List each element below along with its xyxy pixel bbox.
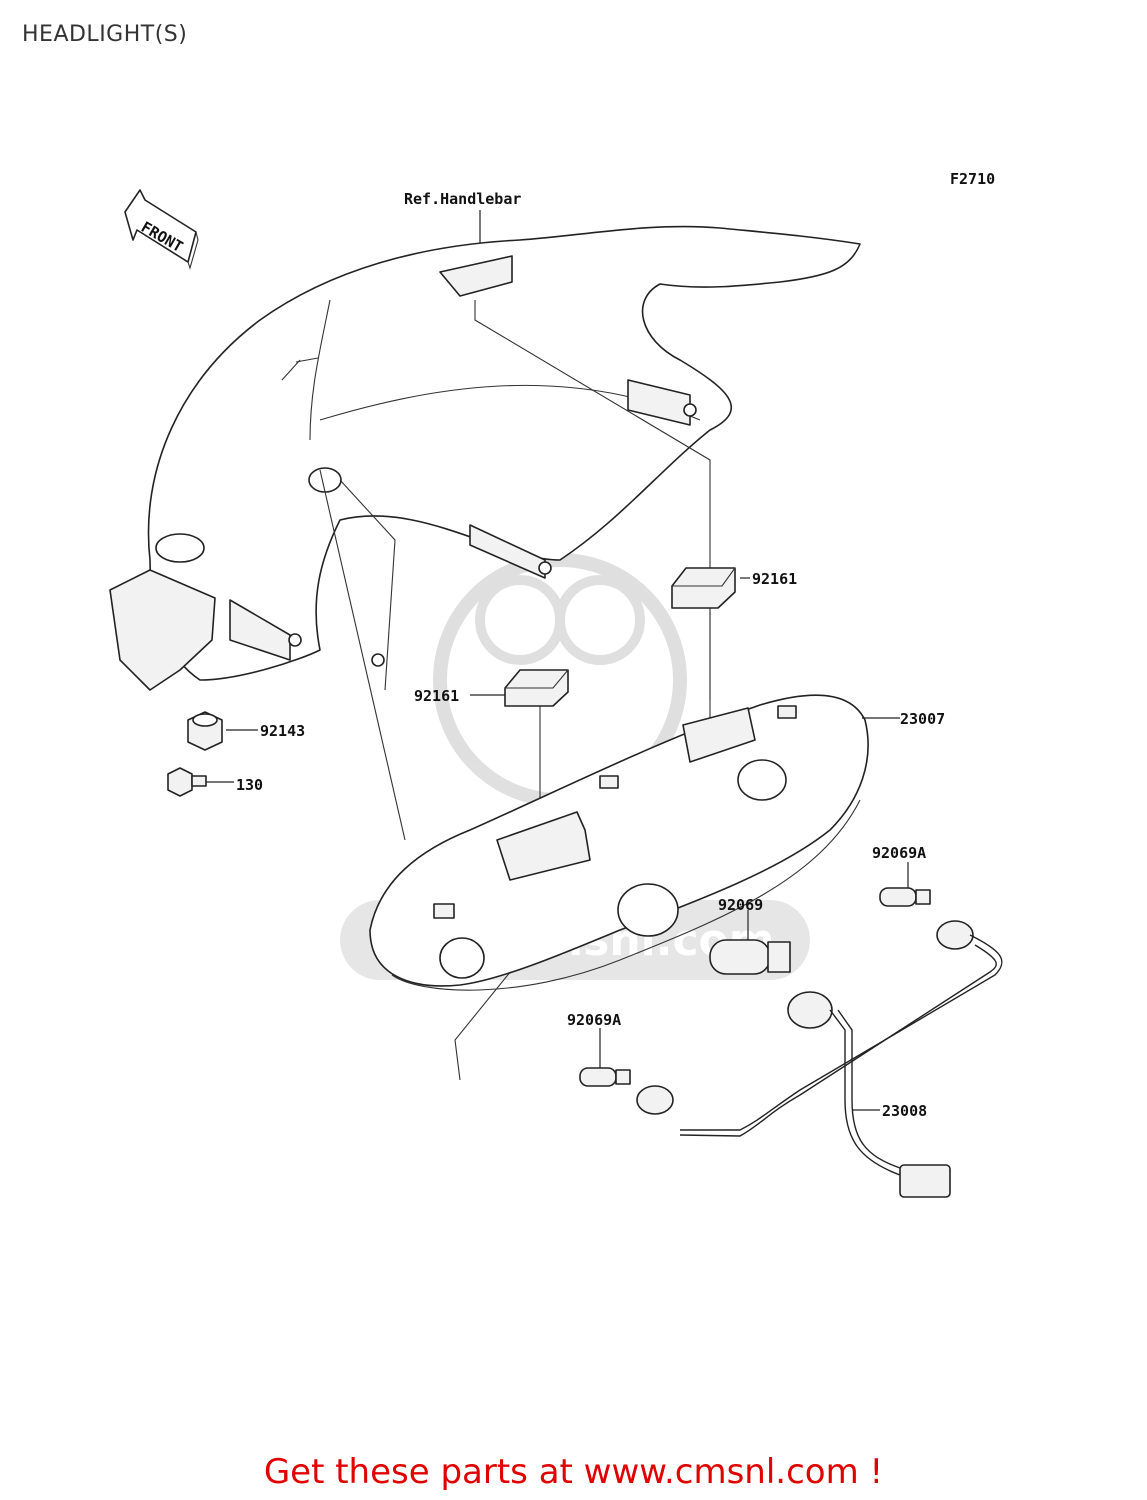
part-label-23008: 23008 — [882, 1102, 927, 1120]
shop-link[interactable]: Get these parts at www.cmsnl.com ! — [263, 1452, 884, 1492]
bulb-92069A-left — [579, 1067, 631, 1087]
upper-fairing — [109, 225, 861, 691]
part-label-92161-upper: 92161 — [752, 570, 797, 588]
ref-handlebar-label: Ref.Handlebar — [404, 190, 521, 208]
part-label-92161-lower: 92161 — [414, 687, 459, 705]
rubber-damper-lower — [504, 669, 569, 707]
page-title: HEADLIGHT(S) — [22, 22, 188, 47]
part-label-130: 130 — [236, 776, 263, 794]
part-label-92143: 92143 — [260, 722, 305, 740]
part-label-23007: 23007 — [900, 710, 945, 728]
part-label-92069A-left: 92069A — [567, 1011, 621, 1029]
front-direction-icon: FRONT — [124, 189, 199, 270]
bulb-92069 — [709, 939, 791, 975]
headlight-housing — [369, 694, 869, 991]
bulb-92069A-right — [879, 887, 931, 907]
part-label-92069: 92069 — [718, 896, 763, 914]
rubber-damper-upper — [671, 567, 736, 609]
collar-part — [187, 711, 223, 751]
wiring-harness — [636, 920, 1003, 1198]
part-label-92069A-right: 92069A — [872, 844, 926, 862]
figure-code: F2710 — [950, 170, 995, 188]
bolt-part — [167, 767, 207, 797]
